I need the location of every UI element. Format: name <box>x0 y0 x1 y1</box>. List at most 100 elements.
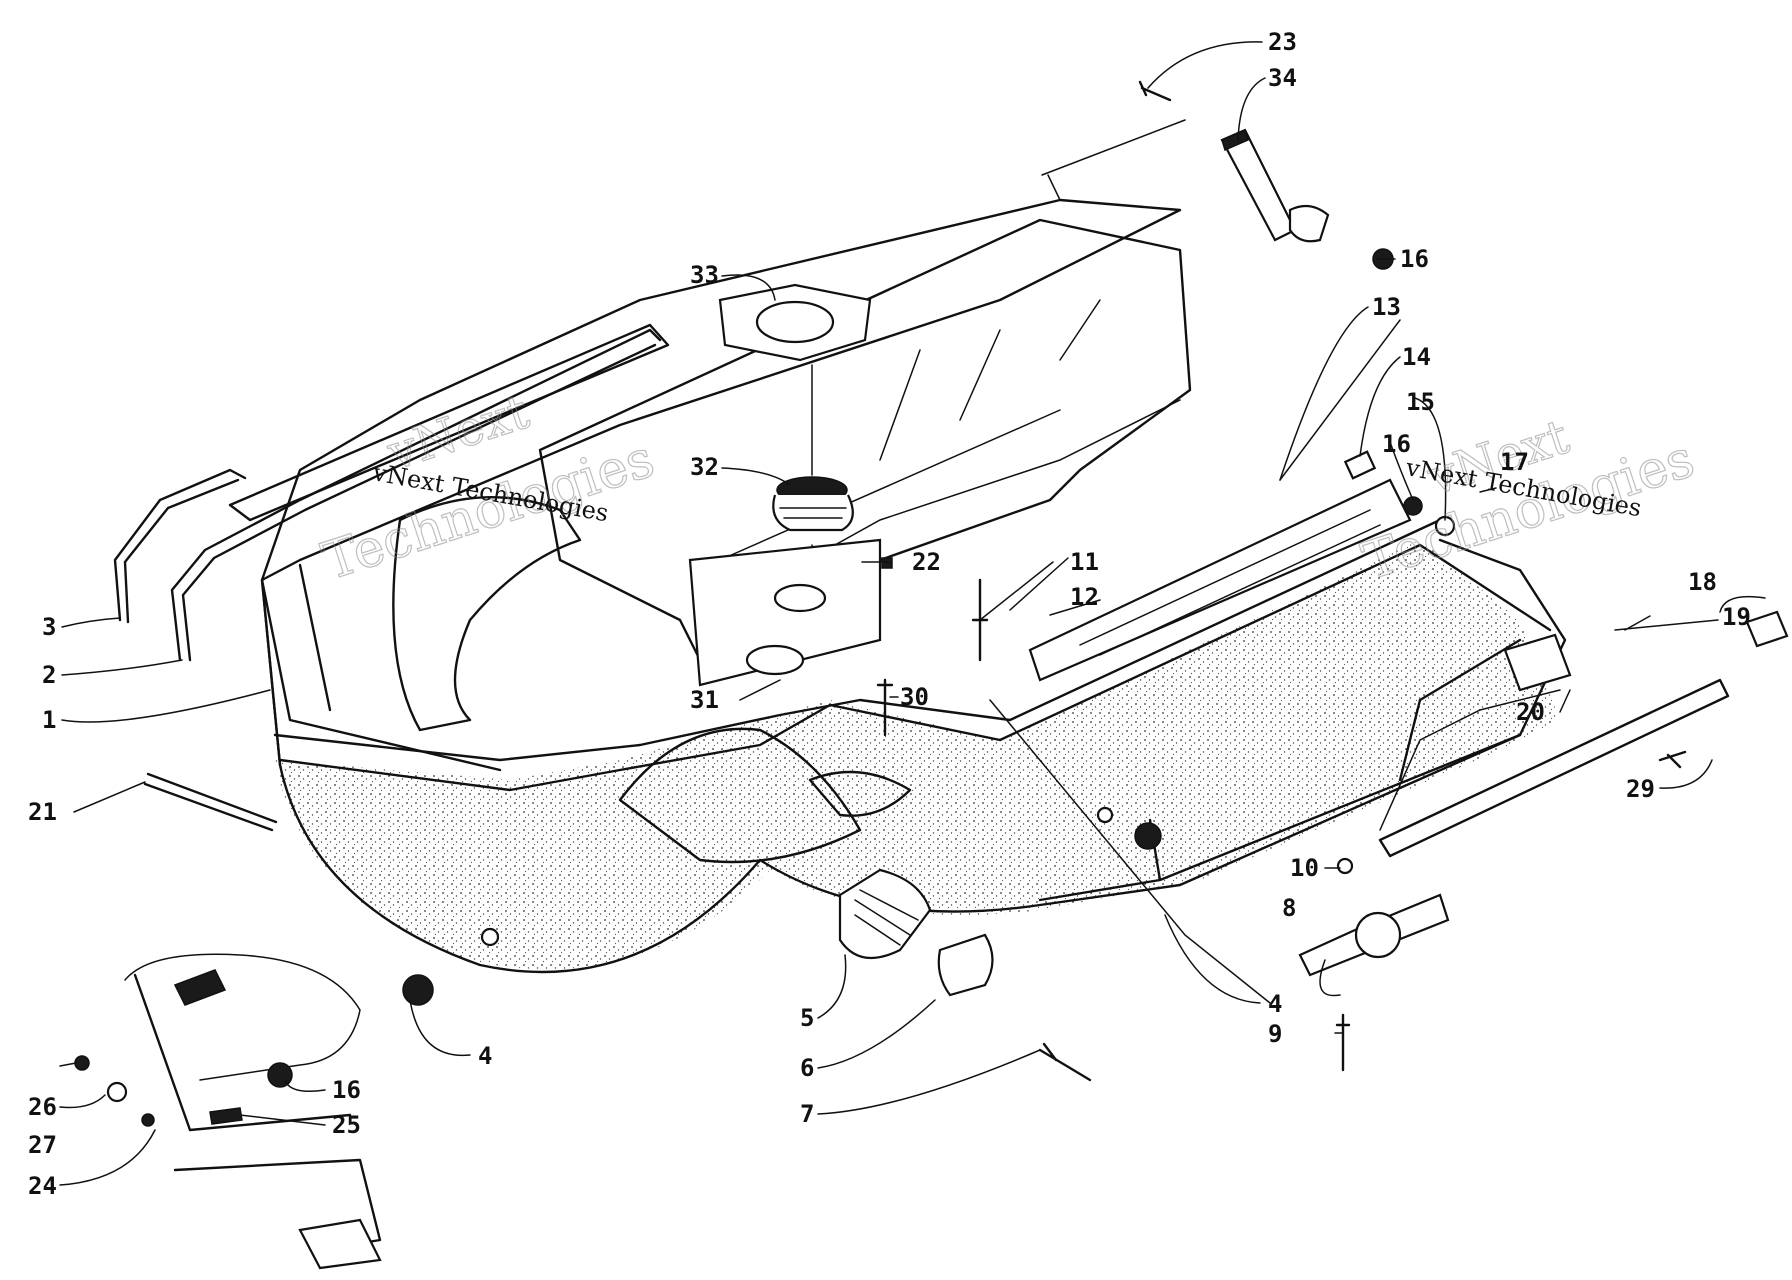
callout-22: 22 <box>912 548 941 576</box>
callout-16-top: 16 <box>1400 245 1429 273</box>
part-16-nut-right <box>1403 496 1423 516</box>
part-29-bolt <box>1658 750 1687 769</box>
inset-hardware <box>173 969 227 1006</box>
callout-15: 15 <box>1406 388 1435 416</box>
inner-edge <box>273 518 1442 762</box>
callout-4-left: 4 <box>478 1042 492 1070</box>
callout-21: 21 <box>28 798 57 826</box>
callout-8: 8 <box>1282 894 1296 922</box>
callout-30: 30 <box>900 683 929 711</box>
trim-3 <box>113 468 247 622</box>
watermark-left-line2: Technologies <box>315 429 661 592</box>
callout-12: 12 <box>1070 583 1099 611</box>
callout-32: 32 <box>690 453 719 481</box>
panel-12 <box>1028 478 1412 682</box>
callout-29: 29 <box>1626 775 1655 803</box>
boot-ribs <box>779 507 847 519</box>
callout-23: 23 <box>1268 28 1297 56</box>
leader-19 <box>1614 619 1719 631</box>
callout-3: 3 <box>42 613 56 641</box>
inset-outline <box>124 953 361 1081</box>
part-20-plate <box>1503 633 1572 692</box>
callout-27: 27 <box>28 1131 57 1159</box>
skirt-bracket <box>1379 689 1561 831</box>
trim-strip-assembly <box>113 323 670 662</box>
callout-10: 10 <box>1290 854 1319 882</box>
part-10-washer <box>1336 857 1354 875</box>
part-21-rod <box>143 772 278 832</box>
plate-hole-upper <box>773 583 827 613</box>
inset-nut-16 <box>267 1062 293 1088</box>
part-27-spacer <box>106 1081 128 1103</box>
part-26-bolt <box>74 1055 90 1071</box>
bracket-leader <box>1041 119 1186 201</box>
plate-hole-lower <box>745 644 805 676</box>
part-5-ribs <box>854 889 919 946</box>
callout-34: 34 <box>1268 64 1297 92</box>
trim-2-inner <box>181 343 657 662</box>
bracket-34-edge <box>1221 128 1249 152</box>
belly-pan-assembly <box>260 198 1567 974</box>
part-7-rod <box>1038 1042 1092 1082</box>
left-footwell <box>392 495 582 732</box>
belly-pan-outline <box>260 198 1567 974</box>
callout-labels: 23 34 16 13 14 15 16 17 18 19 20 29 10 8… <box>28 28 1751 1200</box>
callout-4-right: 4 <box>1268 990 1282 1018</box>
part-6-gasket <box>937 933 994 997</box>
part-4-grommet-right <box>1134 822 1162 850</box>
part-9-bolt <box>1335 1013 1351 1072</box>
part-18-clip <box>1745 610 1789 648</box>
part-25-clip <box>209 1107 243 1125</box>
bracket-34 <box>1220 128 1330 243</box>
part-4-grommet-left-hole <box>480 927 500 947</box>
part-4-grommet-right-hole <box>1096 806 1114 824</box>
plate-body <box>688 538 882 687</box>
callout-19: 19 <box>1722 603 1751 631</box>
part-14-spacer <box>1343 450 1377 480</box>
deck-edge <box>278 543 1552 792</box>
callout-5: 5 <box>800 1004 814 1032</box>
part-30-screw <box>876 678 894 737</box>
bracket-knob <box>1288 204 1330 243</box>
boot-32 <box>772 476 854 532</box>
callout-24: 24 <box>28 1172 57 1200</box>
leader-13 <box>1279 319 1401 481</box>
callout-2: 2 <box>42 661 56 689</box>
callout-33: 33 <box>690 261 719 289</box>
part-22-stud <box>881 557 893 569</box>
inset-plate <box>298 1218 382 1270</box>
trim-2 <box>170 328 662 662</box>
plate-31 <box>688 538 882 687</box>
callout-6: 6 <box>800 1054 814 1082</box>
inset-detail <box>124 953 382 1270</box>
tunnel-detail <box>699 299 1181 621</box>
boot-body <box>772 494 854 532</box>
part-8-roller <box>1354 911 1402 959</box>
part-4-grommet-left <box>402 974 434 1006</box>
callout-16-right: 16 <box>1382 430 1411 458</box>
leader-lines <box>59 41 1766 1186</box>
callout-20: 20 <box>1516 698 1545 726</box>
part-23-bolt <box>1138 80 1172 102</box>
callout-16-inset: 16 <box>332 1076 361 1104</box>
trim-3-inner <box>123 478 240 624</box>
cover-33 <box>718 283 872 362</box>
panel-12-shine <box>1079 509 1381 656</box>
callout-14: 14 <box>1402 343 1431 371</box>
right-footwell <box>618 727 862 864</box>
callout-26: 26 <box>28 1093 57 1121</box>
part-24-washer <box>141 1113 155 1127</box>
left-side-panel <box>260 563 502 772</box>
callout-9: 9 <box>1268 1020 1282 1048</box>
callout-18: 18 <box>1688 568 1717 596</box>
callout-11: 11 <box>1070 548 1099 576</box>
callout-25: 25 <box>332 1111 361 1139</box>
callout-17: 17 <box>1500 448 1529 476</box>
trim-rail <box>228 323 670 522</box>
callout-13: 13 <box>1372 293 1401 321</box>
tunnel <box>538 218 1192 662</box>
belly-pan-shading <box>275 540 1560 970</box>
callout-7: 7 <box>800 1100 814 1128</box>
callout-1: 1 <box>42 706 56 734</box>
